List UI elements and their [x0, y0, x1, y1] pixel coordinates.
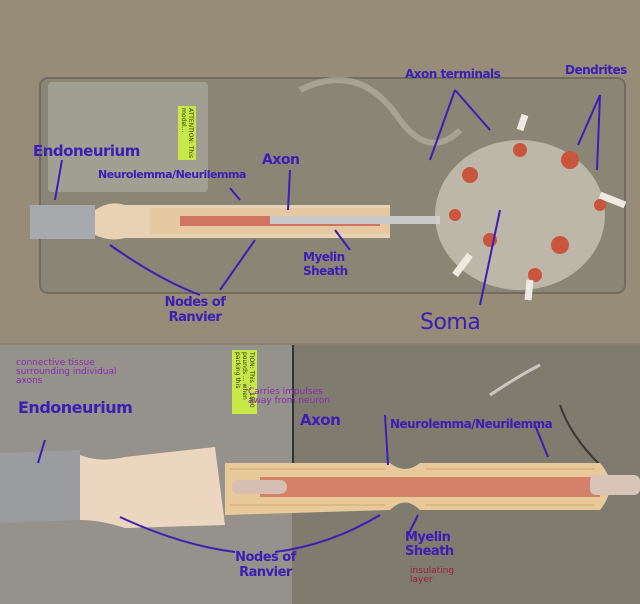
axon-closeup-photo: [0, 345, 640, 604]
label-axon: Axon: [262, 152, 300, 168]
bottom-photo-panel: TION: This ... 1800 pounds ... when pack…: [0, 345, 640, 604]
label-neurolemma: Neurolemma/Neurilemma: [98, 168, 246, 181]
label-dendrites: Dendrites: [565, 63, 627, 77]
neuron-model-photo: [30, 77, 627, 306]
label-myelin-sheath: Myelin Sheath: [303, 250, 348, 278]
label-nodes-of-ranvier: Nodes of Ranvier: [235, 550, 296, 580]
label-soma: Soma: [420, 310, 481, 335]
label-endoneurium: Endoneurium: [33, 142, 140, 160]
endoneurium-wrap: [30, 205, 95, 239]
note-myelin: insulating layer: [410, 566, 455, 585]
label-endoneurium: Endoneurium: [18, 398, 133, 417]
label-neurolemma: Neurolemma/Neurilemma: [390, 417, 553, 431]
endoneurium-wrap: [0, 450, 80, 523]
label-myelin-sheath: Myelin Sheath: [405, 530, 454, 559]
note-axon: Carries impulses away from neuron: [248, 387, 331, 406]
top-photo-panel: ATTENTION: This model... Endoneurium Neu…: [0, 0, 640, 343]
label-axon-terminals: Axon terminals: [405, 67, 501, 81]
note-endoneurium: connective tissue surrounding individual…: [16, 358, 117, 386]
label-nodes-of-ranvier: Nodes of Ranvier: [164, 295, 226, 325]
attention-sticker: ATTENTION: This model...: [178, 106, 196, 160]
attention-sticker: TION: This ... 1800 pounds ... when pack…: [232, 350, 257, 414]
label-axon: Axon: [300, 411, 341, 429]
